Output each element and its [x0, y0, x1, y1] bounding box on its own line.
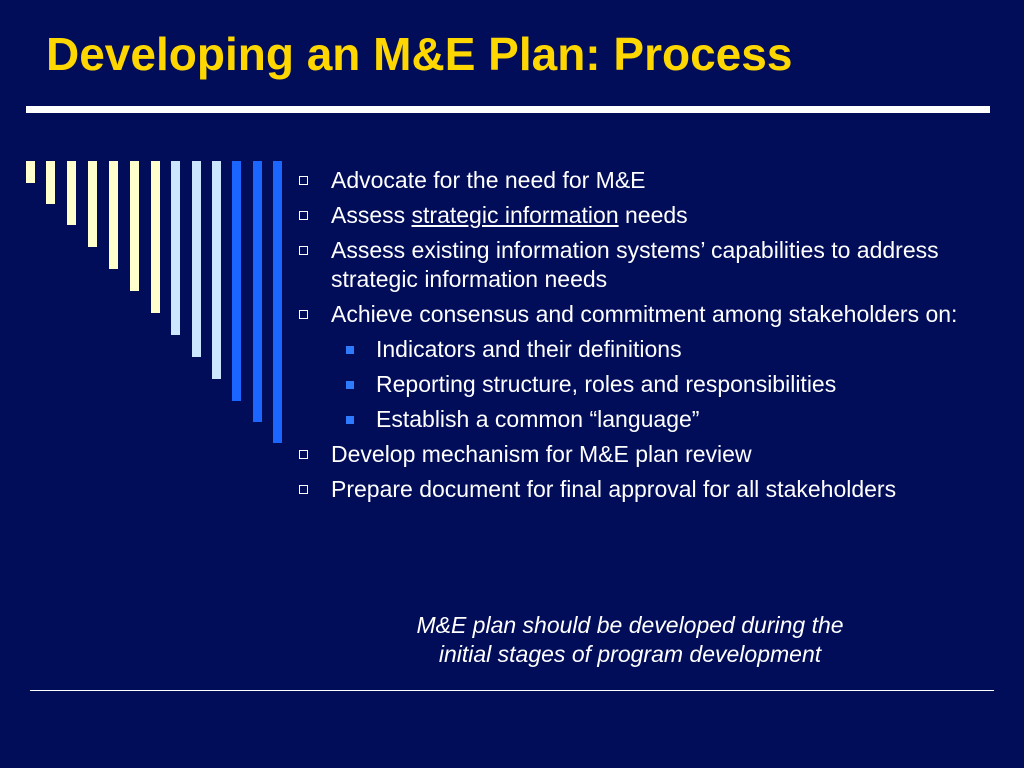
note-line: initial stages of program development [438, 641, 822, 667]
bullet-text: Achieve consensus and commitment among s… [331, 301, 958, 327]
bullet-item: Prepare document for final approval for … [296, 475, 986, 504]
strategic-information-link[interactable]: strategic information [411, 202, 619, 228]
decor-bar [192, 161, 201, 357]
bullet-item: Achieve consensus and commitment among s… [296, 300, 986, 434]
bullet-item: Assess strategic information needs [296, 201, 986, 230]
hollow-square-bullet-icon [299, 310, 308, 319]
decor-bar [88, 161, 97, 247]
bullet-item: Advocate for the need for M&E [296, 166, 986, 195]
bullet-text: Advocate for the need for M&E [331, 167, 646, 193]
bullet-list-container: Advocate for the need for M&E Assess str… [296, 166, 986, 510]
bullet-text-prefix: Assess [331, 202, 412, 228]
hollow-square-bullet-icon [299, 176, 308, 185]
bullet-text: Assess existing information systems’ cap… [331, 237, 939, 292]
sub-bullet-text: Establish a common “language” [376, 406, 700, 432]
decorative-bars [0, 0, 290, 460]
decor-bar [67, 161, 76, 225]
italic-note: M&E plan should be developed during the … [300, 611, 960, 669]
sub-bullet-text: Reporting structure, roles and responsib… [376, 371, 837, 397]
decor-bar [232, 161, 241, 401]
bullet-list: Advocate for the need for M&E Assess str… [296, 166, 986, 504]
decor-bar [212, 161, 221, 379]
decor-bar [253, 161, 262, 422]
bullet-text: Prepare document for final approval for … [331, 476, 897, 502]
decor-bar [130, 161, 139, 291]
sub-bullet-item: Establish a common “language” [341, 405, 986, 434]
filled-square-bullet-icon [346, 346, 354, 354]
decor-bar [273, 161, 282, 443]
sub-bullet-item: Indicators and their definitions [341, 335, 986, 364]
decor-bar [171, 161, 180, 335]
sub-bullet-list: Indicators and their definitions Reporti… [331, 335, 986, 434]
bullet-item: Assess existing information systems’ cap… [296, 236, 986, 294]
bullet-text: Develop mechanism for M&E plan review [331, 441, 752, 467]
decor-bar [26, 161, 35, 183]
sub-bullet-item: Reporting structure, roles and responsib… [341, 370, 986, 399]
hollow-square-bullet-icon [299, 211, 308, 220]
filled-square-bullet-icon [346, 416, 354, 424]
title-divider [26, 106, 990, 113]
bullet-text-suffix: needs [618, 202, 688, 228]
filled-square-bullet-icon [346, 381, 354, 389]
hollow-square-bullet-icon [299, 485, 308, 494]
footer-divider [30, 690, 994, 691]
slide-title: Developing an M&E Plan: Process [46, 28, 793, 80]
sub-bullet-text: Indicators and their definitions [376, 336, 682, 362]
hollow-square-bullet-icon [299, 450, 308, 459]
decor-bar [151, 161, 160, 313]
bullet-item: Develop mechanism for M&E plan review [296, 440, 986, 469]
hollow-square-bullet-icon [299, 246, 308, 255]
note-line: M&E plan should be developed during the [416, 612, 844, 638]
decor-bar [46, 161, 55, 204]
decor-bar [109, 161, 118, 269]
